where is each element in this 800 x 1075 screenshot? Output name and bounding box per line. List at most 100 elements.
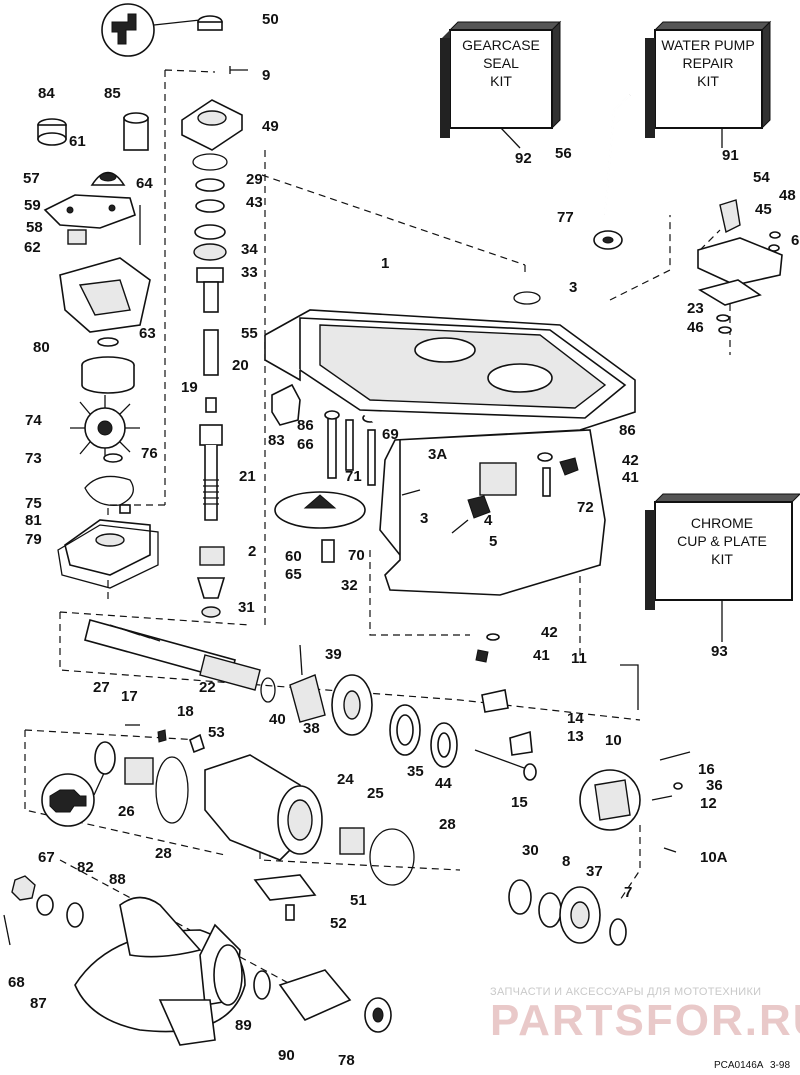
shift-parts [474, 452, 691, 853]
part-number-67: 67 [38, 849, 55, 866]
driveshaft-stack [181, 15, 378, 618]
part-number-4: 4 [484, 512, 493, 529]
part-number-75: 75 [25, 495, 42, 512]
water-tube-parts [593, 94, 783, 334]
part-number-78: 78 [338, 1052, 355, 1069]
part-number-81: 81 [25, 512, 42, 529]
part-number-2: 2 [248, 543, 256, 560]
part-number-32: 32 [341, 577, 358, 594]
part-number-87: 87 [30, 995, 47, 1012]
part-number-80: 80 [33, 339, 50, 356]
part-number-9: 9 [262, 67, 270, 84]
part-number-93: 93 [711, 643, 728, 660]
part-number-45: 45 [755, 201, 772, 218]
part-number-55: 55 [241, 325, 258, 342]
part-number-52: 52 [330, 915, 347, 932]
part-number-29: 29 [246, 171, 263, 188]
drawing-date: 3-98 [770, 1060, 790, 1071]
kit-box-gearcase-seal: GEARCASE SEAL KIT [440, 20, 562, 138]
part-number-5: 5 [489, 533, 497, 550]
part-number-24: 24 [337, 771, 354, 788]
part-number-16: 16 [698, 761, 715, 778]
part-number-54: 54 [753, 169, 770, 186]
part-number-14: 14 [567, 710, 584, 727]
kit-chrome-line1: CHROME [691, 515, 753, 531]
part-number-53: 53 [208, 724, 225, 741]
part-number-12: 12 [700, 795, 717, 812]
propeller-parts [3, 875, 392, 1046]
part-number-69: 69 [382, 426, 399, 443]
part-number-62: 62 [24, 239, 41, 256]
gearcase-housing [264, 291, 636, 596]
part-number-73: 73 [25, 450, 42, 467]
part-number-86: 86 [297, 417, 314, 434]
propshaft-gears [84, 619, 458, 768]
part-number-11: 11 [571, 650, 587, 667]
part-number-40: 40 [269, 711, 286, 728]
part-number-64: 64 [136, 175, 153, 192]
part-number-71: 71 [345, 468, 362, 485]
part-number-50: 50 [262, 11, 279, 28]
sealant-tool-icon [41, 773, 95, 827]
part-number-30: 30 [522, 842, 539, 859]
part-number-77: 77 [557, 209, 574, 226]
part-number-59: 59 [24, 197, 41, 214]
part-number-41: 41 [622, 469, 639, 486]
part-number-21: 21 [239, 468, 256, 485]
part-number-34: 34 [241, 241, 258, 258]
part-number-43: 43 [246, 194, 263, 211]
part-number-70: 70 [348, 547, 365, 564]
part-number-3a: 3A [428, 446, 447, 463]
part-number-39: 39 [325, 646, 342, 663]
part-number-90: 90 [278, 1047, 295, 1064]
part-number-23: 23 [687, 300, 704, 317]
watermark-brand: PARTSFOR.RU [490, 996, 800, 1045]
bearing-carrier-parts [94, 724, 627, 946]
part-number-27: 27 [93, 679, 110, 696]
part-number-18: 18 [177, 703, 194, 720]
part-number-49: 49 [262, 118, 279, 135]
part-number-92: 92 [515, 150, 532, 167]
part-number-79: 79 [25, 531, 42, 548]
part-number-61: 61 [69, 133, 86, 150]
part-number-35: 35 [407, 763, 424, 780]
part-number-33: 33 [241, 264, 258, 281]
kit-water-pump-line3: KIT [697, 73, 719, 89]
part-number-65: 65 [285, 566, 302, 583]
part-number-7: 7 [624, 884, 632, 901]
part-number-68: 68 [8, 974, 25, 991]
kit-gearcase-line1: GEARCASE [462, 37, 540, 53]
part-number-58: 58 [26, 219, 43, 236]
kit-box-water-pump: WATER PUMP REPAIR KIT [645, 20, 772, 138]
part-number-66: 66 [297, 436, 314, 453]
part-number-76: 76 [141, 445, 158, 462]
part-number-38: 38 [303, 720, 320, 737]
kit-water-pump-line1: WATER PUMP [661, 37, 754, 53]
kit-chrome-line2: CUP & PLATE [677, 533, 767, 549]
part-number-26: 26 [118, 803, 135, 820]
part-number-10: 10 [605, 732, 622, 749]
part-number-84: 84 [38, 85, 55, 102]
part-number-51: 51 [350, 892, 367, 909]
kit-gearcase-line2: SEAL [483, 55, 519, 71]
part-number-89: 89 [235, 1017, 252, 1034]
part-number-72: 72 [577, 499, 594, 516]
part-number-42: 42 [622, 452, 639, 469]
part-number-63: 63 [139, 325, 156, 342]
part-number-6: 6 [791, 232, 799, 249]
kit-water-pump-line2: REPAIR [682, 55, 733, 71]
water-pump-parts [37, 112, 159, 589]
kit-gearcase-line3: KIT [490, 73, 512, 89]
part-number-31: 31 [238, 599, 255, 616]
part-number-22: 22 [199, 679, 216, 696]
kit-box-chrome-cup: CHROME CUP & PLATE KIT [645, 493, 800, 610]
part-number-56: 56 [555, 145, 572, 162]
part-number-37: 37 [586, 863, 603, 880]
part-number-57: 57 [23, 170, 40, 187]
part-number-46: 46 [687, 319, 704, 336]
part-number-60: 60 [285, 548, 302, 565]
part-number-48: 48 [779, 187, 796, 204]
part-number-3: 3 [569, 279, 577, 296]
